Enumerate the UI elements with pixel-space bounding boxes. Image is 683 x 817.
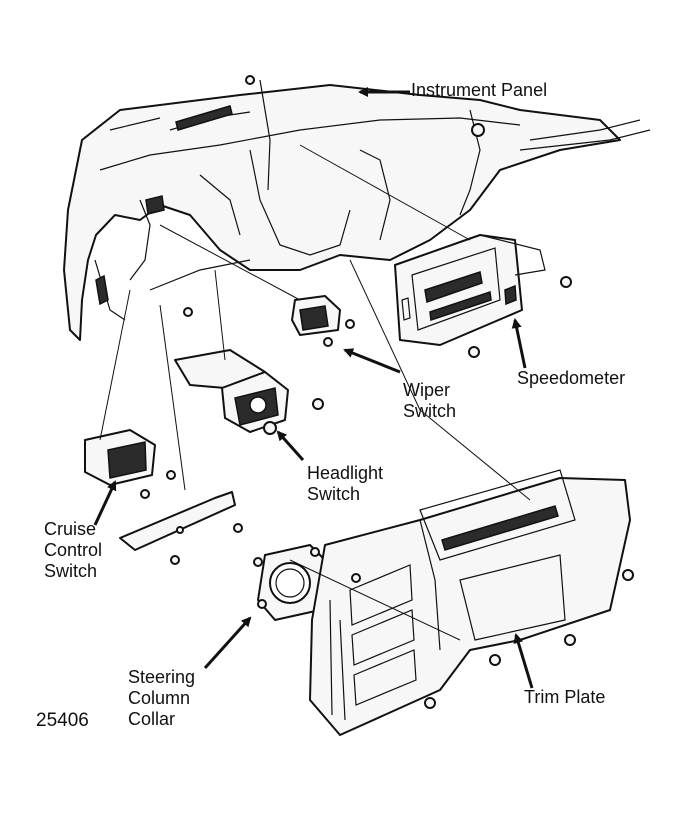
assembly-lines: [99, 144, 531, 641]
cruise-control-switch-label: Cruise Control Switch: [44, 519, 102, 582]
cruise-control-switch-part: [84, 429, 243, 565]
trim-plate-text: Trim Plate: [524, 687, 606, 707]
steering-column-line-2: Column: [128, 688, 191, 708]
headlight-switch-part: [174, 349, 324, 435]
wiper-switch-part: [291, 295, 355, 347]
wiper-switch-line-2: Switch: [403, 401, 457, 421]
wiper-switch-label: Wiper Switch: [403, 380, 456, 422]
steering-column-collar-label: Steering Column Collar: [128, 667, 195, 730]
cruise-control-line-2: Control: [44, 540, 103, 560]
figure-number: 25406: [36, 710, 89, 731]
headlight-switch-line-2: Switch: [307, 484, 361, 504]
instrument-panel-label: Instrument Panel: [411, 80, 547, 101]
callout-arrows: [93, 87, 534, 689]
headlight-switch-label: Headlight Switch: [307, 463, 383, 505]
figure-number-text: 25406: [36, 710, 89, 731]
steering-column-line-3: Collar: [128, 709, 176, 729]
trim-plate-part: [309, 469, 634, 736]
steering-column-collar-part: [253, 544, 326, 621]
wiper-switch-line-1: Wiper: [403, 380, 451, 400]
instrument-panel-text: Instrument Panel: [411, 80, 548, 100]
speedometer-text: Speedometer: [517, 368, 626, 388]
steering-column-line-1: Steering: [128, 667, 196, 687]
headlight-switch-line-1: Headlight: [307, 463, 384, 483]
trim-plate-label: Trim Plate: [524, 687, 605, 708]
instrument-panel-shell: [63, 75, 651, 341]
cruise-control-line-3: Switch: [44, 561, 98, 581]
speedometer-cluster: [394, 234, 572, 358]
speedometer-label: Speedometer: [517, 368, 625, 389]
cruise-control-line-1: Cruise: [44, 519, 97, 539]
